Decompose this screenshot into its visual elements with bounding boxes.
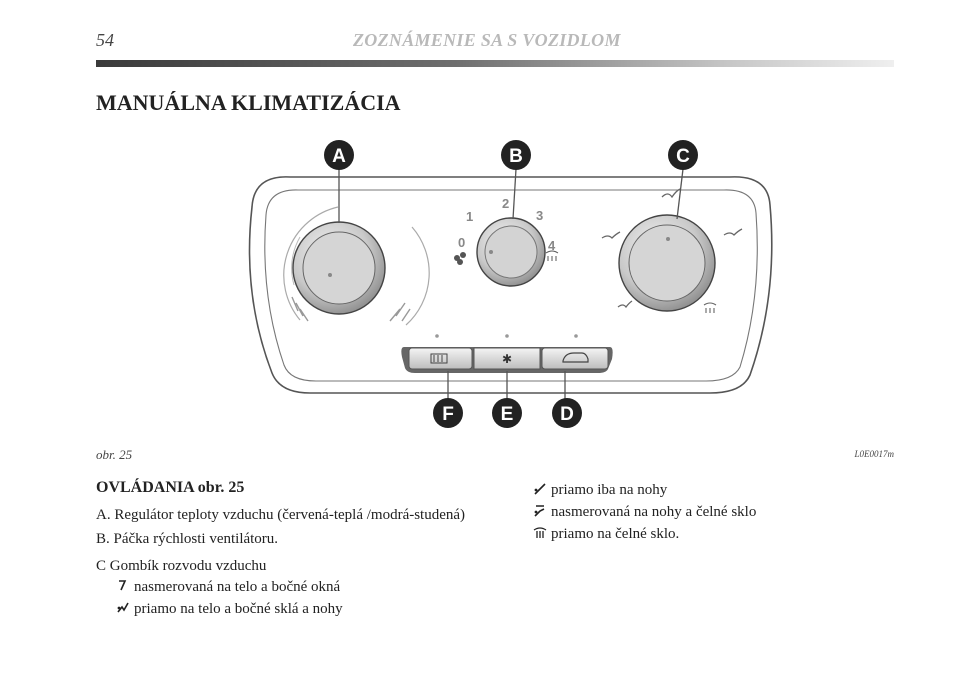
fan-scale-3: 3 — [536, 208, 543, 223]
feet-vent-icon — [617, 300, 633, 309]
climate-panel-drawing: 0 1 2 3 4 — [248, 140, 773, 428]
figure-code: L0E0017m — [854, 449, 894, 459]
fan-speed-knob[interactable]: 0 1 2 3 4 — [454, 196, 559, 287]
svg-text:D: D — [560, 404, 574, 425]
mode-windscreen: priamo na čelné sklo. — [533, 525, 679, 543]
temperature-knob[interactable] — [283, 206, 430, 326]
callout-e: E — [492, 398, 522, 428]
mode-feet: priamo iba na nohy — [533, 481, 667, 499]
feet-windscreen-vent-icon — [534, 505, 545, 517]
mode-text: priamo na telo a bočné sklá a nohy — [134, 601, 343, 617]
item-letter: A. — [96, 507, 111, 523]
mode-text: priamo iba na nohy — [551, 482, 668, 498]
face-vent-icon — [601, 231, 621, 239]
fan-scale-1: 1 — [466, 209, 473, 224]
face-vent-icon — [119, 580, 127, 591]
mode-text: nasmerovaná na nohy a čelné sklo — [551, 504, 757, 520]
snowflake-icon: ✱ — [502, 352, 512, 366]
feet-vent-icon — [534, 483, 546, 495]
item-text: Regulátor teploty vzduchu (červená-teplá… — [114, 507, 466, 523]
panel-inner-outline — [264, 189, 758, 382]
item-text: Gombík rozvodu vzduchu — [109, 558, 267, 574]
mode-face: nasmerovaná na telo a bočné okná — [116, 578, 340, 596]
windscreen-defrost-icon — [703, 302, 717, 313]
section-title: MANUÁLNA KLIMATIZÁCIA — [96, 90, 401, 115]
svg-text:A: A — [332, 146, 346, 167]
rear-defrost-icon — [430, 353, 448, 364]
callout-c: C — [668, 140, 698, 170]
fan-scale-4: 4 — [548, 238, 556, 253]
item-letter: C — [96, 558, 107, 574]
climate-panel-figure: 0 1 2 3 4 — [230, 135, 790, 440]
item-text: Páčka rýchlosti ventilátoru. — [113, 531, 279, 547]
control-item-a: A. Regulátor teploty vzduchu (červená-te… — [96, 506, 465, 524]
svg-text:E: E — [501, 404, 514, 425]
windscreen-defrost-icon — [533, 527, 547, 538]
callout-b: B — [501, 140, 531, 170]
face-feet-vent-icon — [661, 188, 681, 199]
defrost-small-icon — [545, 250, 559, 261]
feet-windscreen-vent-icon — [723, 228, 743, 236]
header-rule — [96, 60, 894, 67]
recirculation-icon — [562, 352, 589, 363]
rear-defrost-button[interactable] — [408, 347, 473, 370]
item-letter: B. — [96, 531, 110, 547]
svg-text:C: C — [676, 146, 690, 167]
fan-scale-0: 0 — [458, 235, 465, 250]
fan-icon — [454, 252, 466, 265]
callout-d: D — [552, 398, 582, 428]
callout-a: A — [324, 140, 354, 170]
button-row: ✱ — [401, 334, 613, 373]
recirculation-button[interactable] — [541, 347, 609, 370]
svg-text:B: B — [509, 146, 523, 167]
callout-f: F — [433, 398, 463, 428]
fan-scale-2: 2 — [502, 196, 509, 211]
mode-face-feet: priamo na telo a bočné sklá a nohy — [116, 600, 343, 618]
figure-caption: obr. 25 — [96, 447, 133, 462]
control-item-b: B. Páčka rýchlosti ventilátoru. — [96, 530, 278, 548]
control-item-c: C Gombík rozvodu vzduchu — [96, 557, 266, 575]
controls-heading: OVLÁDANIA obr. 25 — [96, 479, 245, 496]
mode-feet-windscreen: nasmerovaná na nohy a čelné sklo — [533, 503, 756, 521]
air-distribution-knob[interactable] — [601, 188, 743, 313]
face-feet-vent-icon — [117, 602, 129, 613]
chapter-title: ZOZNÁMENIE SA S VOZIDLOM — [353, 30, 621, 50]
ac-button[interactable]: ✱ — [473, 347, 541, 370]
mode-text: priamo na čelné sklo. — [551, 526, 680, 542]
callout-lines — [338, 168, 684, 403]
mode-text: nasmerovaná na telo a bočné okná — [134, 579, 341, 595]
page-number: 54 — [96, 30, 114, 50]
svg-text:F: F — [442, 404, 454, 425]
